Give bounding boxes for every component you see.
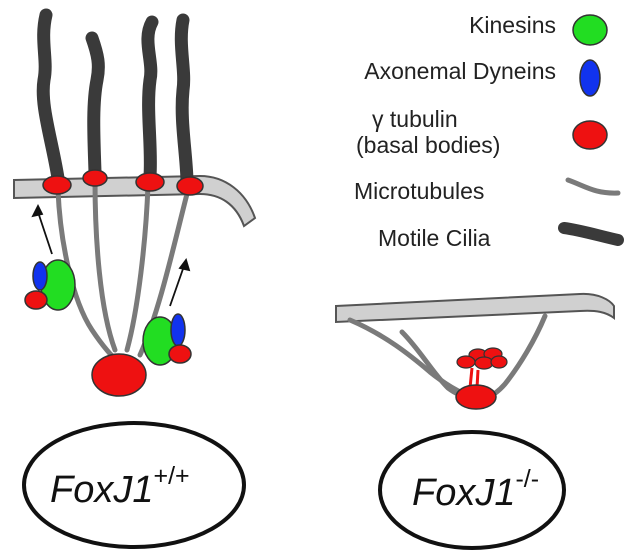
- wildtype-nucleus-oval: [22, 421, 246, 549]
- wildtype-genotype-label: FoxJ1+/+: [50, 464, 190, 511]
- wildtype-gene-name: FoxJ1: [50, 469, 154, 511]
- transport-complex-right: [142, 313, 192, 366]
- legend-basal-bodies-label: (basal bodies): [356, 132, 501, 158]
- legend-dyneins-label: Axonemal Dyneins: [364, 58, 556, 84]
- knockout-genotype-label: FoxJ1-/-: [412, 467, 539, 514]
- transport-complex-left: [24, 259, 76, 311]
- wildtype-cell: [13, 8, 257, 397]
- knockout-gene-name: FoxJ1: [412, 472, 516, 514]
- transport-arrows: [31, 203, 191, 307]
- legend-swatches: [572, 14, 608, 150]
- legend-cilia-label: Motile Cilia: [378, 225, 491, 251]
- microtubule-swatch-icon: [565, 177, 621, 196]
- wildtype-centriole-mass: [91, 353, 147, 397]
- wildtype-motile-cilia: [36, 8, 194, 187]
- cilia-swatch-icon: [558, 222, 624, 246]
- legend-microtubules-label: Microtubules: [354, 178, 485, 204]
- knockout-genotype: -/-: [515, 465, 540, 494]
- kinesin-swatch-icon: [572, 14, 608, 46]
- knockout-apical-membrane: [335, 292, 615, 324]
- gamma-tubulin-swatch-icon: [572, 120, 608, 150]
- legend-kinesins-label: Kinesins: [469, 12, 556, 38]
- knockout-cell: [335, 292, 615, 410]
- knockout-basal-body-cluster: [456, 347, 508, 389]
- wildtype-basal-bodies: [42, 169, 204, 196]
- dynein-swatch-icon: [579, 59, 601, 97]
- wildtype-genotype: +/+: [153, 462, 190, 491]
- legend-gamma-tubulin-label: γ tubulin: [372, 106, 458, 132]
- knockout-nucleus-oval: [378, 430, 566, 550]
- knockout-microtubules: [347, 313, 548, 401]
- knockout-centriole: [455, 384, 497, 410]
